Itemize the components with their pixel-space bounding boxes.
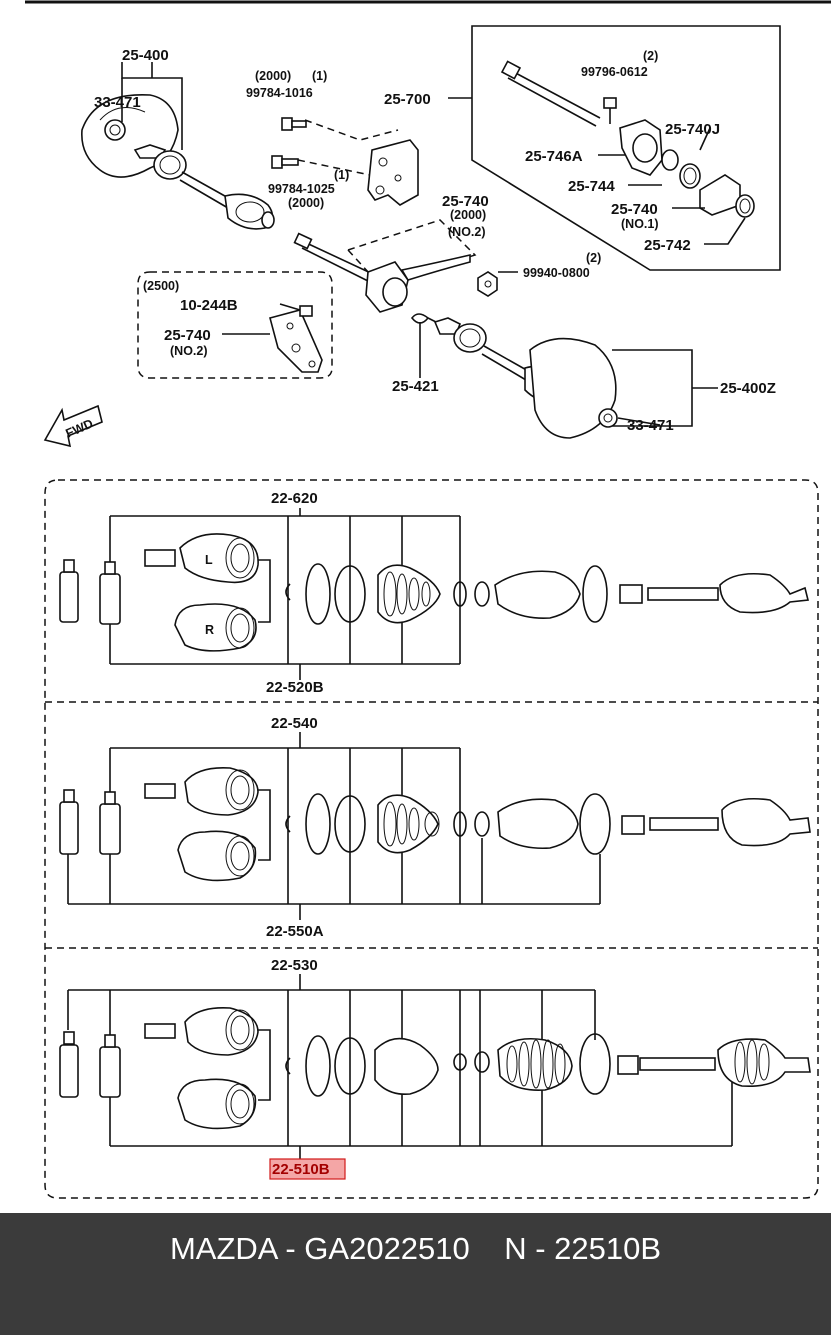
label-25-742[interactable]: 25-742 (644, 237, 691, 254)
upper-assembly (43, 25, 781, 448)
label-22-620[interactable]: 22-620 (271, 490, 318, 507)
row-22-520B: L R (59, 508, 809, 680)
label-99796-0612[interactable]: 99796-0612 (581, 65, 648, 79)
label-25-400[interactable]: 25-400 (122, 47, 169, 64)
label-99784-1025[interactable]: 99784-1025 (268, 182, 335, 196)
label-22-530[interactable]: 22-530 (271, 957, 318, 974)
label-33-471-top[interactable]: 33-471 (94, 94, 141, 111)
boot-mark-right: R (205, 623, 214, 637)
qty-2500: (2500) (143, 279, 179, 293)
row-22-550A (59, 732, 811, 920)
nut-0800-icon (477, 271, 498, 297)
bolt-1016-icon (281, 117, 307, 131)
footer-part-number: MAZDA - GA2022510 N - 22510B (169, 1231, 662, 1266)
bolt-1025-icon (271, 155, 299, 169)
bracket-25-740 (367, 139, 419, 206)
boot-mark-left: L (205, 553, 213, 567)
fwd-arrow-icon (43, 404, 103, 448)
qty-1-b: (1) (334, 168, 349, 182)
label-99940-0800[interactable]: 99940-0800 (523, 266, 590, 280)
label-25-746A[interactable]: 25-746A (525, 148, 583, 165)
label-25-400Z[interactable]: 25-400Z (720, 380, 776, 397)
label-no2-b: (NO.2) (170, 344, 208, 358)
box-2500 (137, 271, 333, 379)
label-25-421[interactable]: 25-421 (392, 378, 439, 395)
label-25-740J[interactable]: 25-740J (665, 121, 720, 138)
label-25-740-no1[interactable]: 25-740 (611, 201, 658, 218)
label-22-550A[interactable]: 22-550A (266, 923, 324, 940)
qty-1-a: (1) (312, 69, 327, 83)
label-25-740-box[interactable]: 25-740 (164, 327, 211, 344)
footer-bar: MAZDA - GA2022510 N - 22510B (0, 1213, 831, 1335)
label-99784-1016[interactable]: 99784-1016 (246, 86, 313, 100)
row-22-510B (59, 974, 811, 1160)
qty-2-a: (2) (643, 49, 658, 63)
label-10-244B[interactable]: 10-244B (180, 297, 238, 314)
label-25-740-no2[interactable]: 25-740 (442, 193, 489, 210)
qty-2000-a: (2000) (255, 69, 291, 83)
label-22-520B[interactable]: 22-520B (266, 679, 324, 696)
qty-2-b: (2) (586, 251, 601, 265)
label-22-540[interactable]: 22-540 (271, 715, 318, 732)
parts-diagram: L R (25, 0, 831, 1199)
box-25-700 (448, 25, 781, 271)
label-no1: (NO.1) (621, 217, 659, 231)
label-25-744[interactable]: 25-744 (568, 178, 615, 195)
label-33-471-bottom[interactable]: 33-471 (627, 417, 674, 434)
label-22-510B[interactable]: 22-510B (272, 1161, 330, 1178)
qty-2000-b: (2000) (288, 196, 324, 210)
label-25-700[interactable]: 25-700 (384, 91, 431, 108)
highlight-box (269, 1158, 346, 1180)
qty-2000-c: (2000) (450, 208, 486, 222)
label-no2-a: (NO.2) (448, 225, 486, 239)
